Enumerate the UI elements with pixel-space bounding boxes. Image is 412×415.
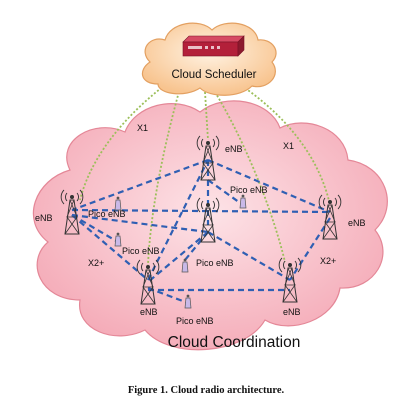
enb-bottom-right-label: eNB [283,307,301,317]
x1-links [79,84,331,266]
coordination-label: Cloud Coordination [168,334,301,351]
x2-right-label: X2+ [320,256,336,266]
cloud-radio-diagram: Cloud Scheduler Cloud Coordination X1 X1… [32,22,388,351]
x1-link-top [204,91,209,141]
x1-right-label: X1 [283,141,294,151]
x1-link-center [214,91,286,263]
scheduler-cloud [141,22,277,96]
server-icon [182,35,245,57]
x1-link-bottom-left [147,87,181,266]
enb-bottom-left-label: eNB [140,307,158,317]
x1-left-label: X1 [137,123,148,133]
pico-left-label: Pico eNB [88,209,126,219]
x1-link-right [244,87,331,206]
enb-top-label: eNB [225,144,243,154]
pico-left-lower-label: Pico eNB [122,246,160,256]
x2-left-label: X2+ [88,258,104,268]
pico-center-label: Pico eNB [196,258,234,268]
pico-bottom-label: Pico eNB [176,316,214,326]
figure-caption: Figure 1. Cloud radio architecture. [127,385,285,396]
scheduler-label: Cloud Scheduler [171,69,256,81]
x2-links [71,158,331,305]
enb-right-label: eNB [348,218,366,228]
pico-right-label: Pico eNB [230,185,268,195]
enb-left-label: eNB [35,213,53,223]
